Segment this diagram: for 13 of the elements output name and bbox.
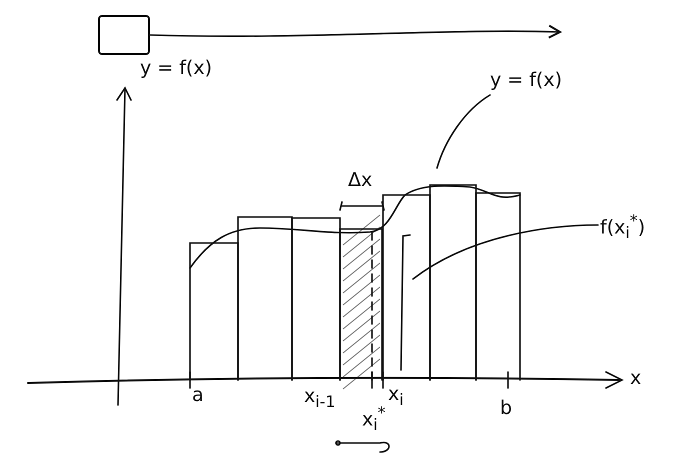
function-label: y = f(x) (490, 70, 562, 91)
delta-label: Δx (348, 170, 372, 191)
tick-label: x$_{i-1}$ (304, 386, 336, 410)
function-label: y = f(x) (140, 58, 212, 79)
function-label: f(x$_{i}$$^{*}$) (600, 212, 646, 242)
axis-label: x (630, 368, 642, 389)
tick-label: x$_{i}$ (388, 384, 404, 408)
tick-label: a (192, 385, 204, 406)
leader-line (412, 224, 599, 280)
arrow (149, 24, 561, 39)
empty-box (98, 15, 150, 55)
tick-label: b (500, 398, 512, 419)
leader-line (436, 94, 491, 169)
